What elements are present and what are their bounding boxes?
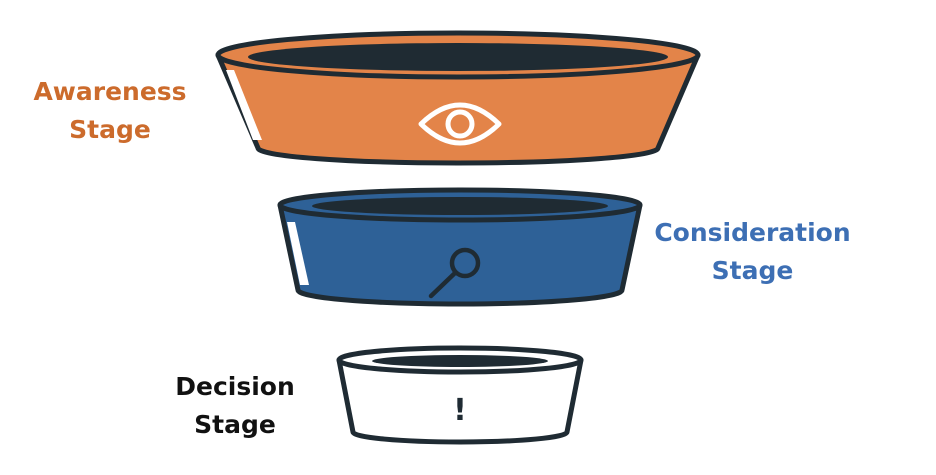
exclamation-icon: ! [453, 393, 467, 428]
eye-icon [418, 102, 502, 146]
decision-segment: ! [336, 345, 584, 445]
awareness-stage-label: Awareness Stage [20, 73, 200, 149]
awareness-opening [248, 43, 668, 71]
consideration-label-line1: Consideration [654, 218, 851, 247]
awareness-segment [215, 30, 701, 166]
awareness-label-line1: Awareness [33, 77, 187, 106]
decision-label-line2: Stage [194, 410, 276, 439]
consideration-stage-label: Consideration Stage [640, 214, 865, 290]
consideration-opening [312, 197, 608, 215]
consideration-label-line2: Stage [711, 256, 794, 285]
awareness-highlight [226, 70, 262, 140]
magnifier-icon [428, 247, 481, 299]
awareness-label-line2: Stage [69, 115, 151, 144]
decision-stage-label: Decision Stage [155, 368, 315, 444]
decision-opening [372, 355, 548, 367]
consideration-body [277, 202, 643, 307]
consideration-segment [277, 187, 643, 307]
decision-body [336, 357, 584, 445]
decision-label-line1: Decision [175, 372, 295, 401]
awareness-body [215, 52, 701, 166]
consideration-highlight [287, 222, 309, 285]
